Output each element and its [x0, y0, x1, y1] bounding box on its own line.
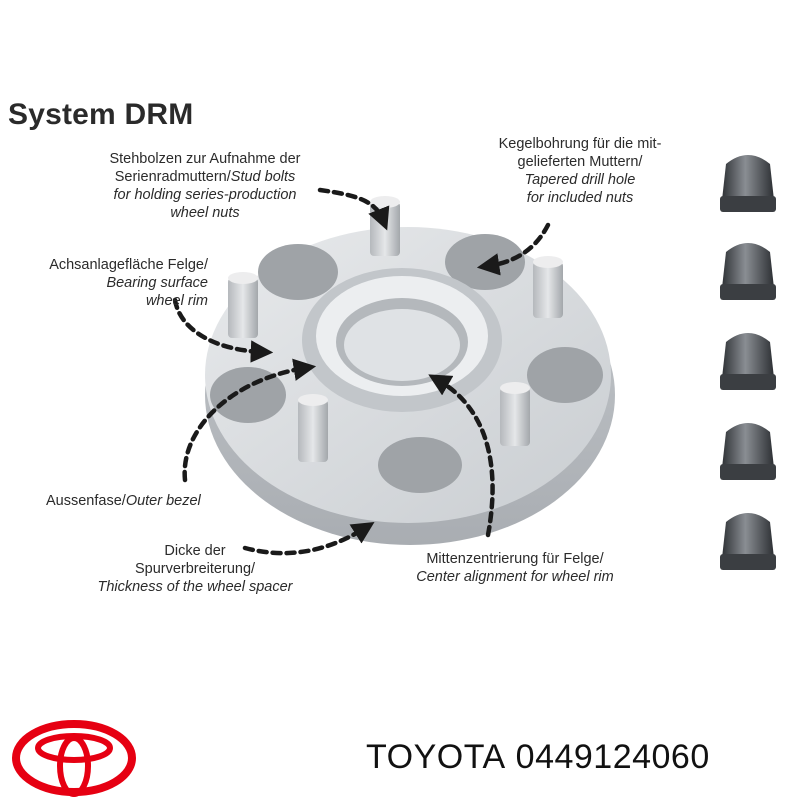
callout-text: for included nuts: [526, 190, 634, 206]
callout-thickness: Dicke der Spurverbreiterung/ Thickness o…: [60, 542, 330, 596]
callout-text: wheel nuts: [170, 205, 240, 221]
callout-text: Center alignment for wheel rim: [416, 569, 614, 585]
callout-text: Achsanlagefläche Felge/: [49, 257, 208, 273]
lug-nuts: [720, 155, 776, 570]
lug-nut: [720, 243, 776, 300]
callout-outer-bezel: Aussenfase/Outer bezel: [46, 492, 201, 510]
callout-bearing-surface: Achsanlagefläche Felge/ Bearing surface …: [8, 256, 208, 310]
arrow-stud-bolts: [317, 187, 390, 231]
callout-text: gelieferten Muttern/: [517, 154, 643, 170]
part-number: 0449124060: [515, 738, 710, 776]
diagram-title: System DRM: [8, 98, 194, 131]
brand-name: TOYOTA: [366, 738, 506, 776]
lug-nut: [720, 155, 776, 212]
callout-arrows: [172, 187, 551, 556]
arrow-thickness: [242, 522, 375, 556]
callout-tapered-hole: Kegelbohrung für die mit- gelieferten Mu…: [470, 135, 690, 207]
lug-nut: [720, 513, 776, 570]
arrow-center-alignment: [428, 374, 495, 538]
callout-text: Stud bolts: [230, 169, 296, 185]
callout-text: Stehbolzen zur Aufnahme der: [109, 151, 301, 167]
callout-text: Spurverbreiterung/: [134, 561, 256, 577]
lug-nut: [720, 423, 776, 480]
callout-text: Mittenzentrierung für Felge/: [426, 551, 604, 567]
callout-text: Dicke der: [164, 543, 226, 559]
callout-stud-bolts: Stehbolzen zur Aufnahme der Serienradmut…: [75, 150, 335, 222]
arrow-bearing-surface: [172, 297, 274, 363]
bolt-hole: [210, 367, 286, 423]
bolt-hole: [258, 244, 338, 300]
callout-text: for holding series-production: [113, 187, 297, 203]
callout-text: wheel rim: [145, 293, 208, 309]
lug-nut: [720, 333, 776, 390]
arrow-outer-bezel: [182, 358, 317, 483]
callout-text: Thickness of the wheel spacer: [97, 579, 293, 595]
arrow-tapered-hole: [476, 222, 551, 276]
callout-text: Serienradmuttern/: [114, 169, 231, 185]
toyota-logo-icon: [12, 720, 136, 797]
stud-bolts: [228, 196, 563, 462]
callout-text: Tapered drill hole: [524, 172, 636, 188]
callout-center-alignment: Mittenzentrierung für Felge/ Center alig…: [385, 550, 645, 586]
bolt-hole: [378, 437, 462, 493]
callout-text: Bearing surface: [106, 275, 208, 291]
bolt-hole: [527, 347, 603, 403]
callout-text: Kegelbohrung für die mit-: [498, 136, 662, 152]
callout-text: Aussenfase/: [46, 493, 126, 509]
callout-text: Outer bezel: [125, 493, 201, 509]
